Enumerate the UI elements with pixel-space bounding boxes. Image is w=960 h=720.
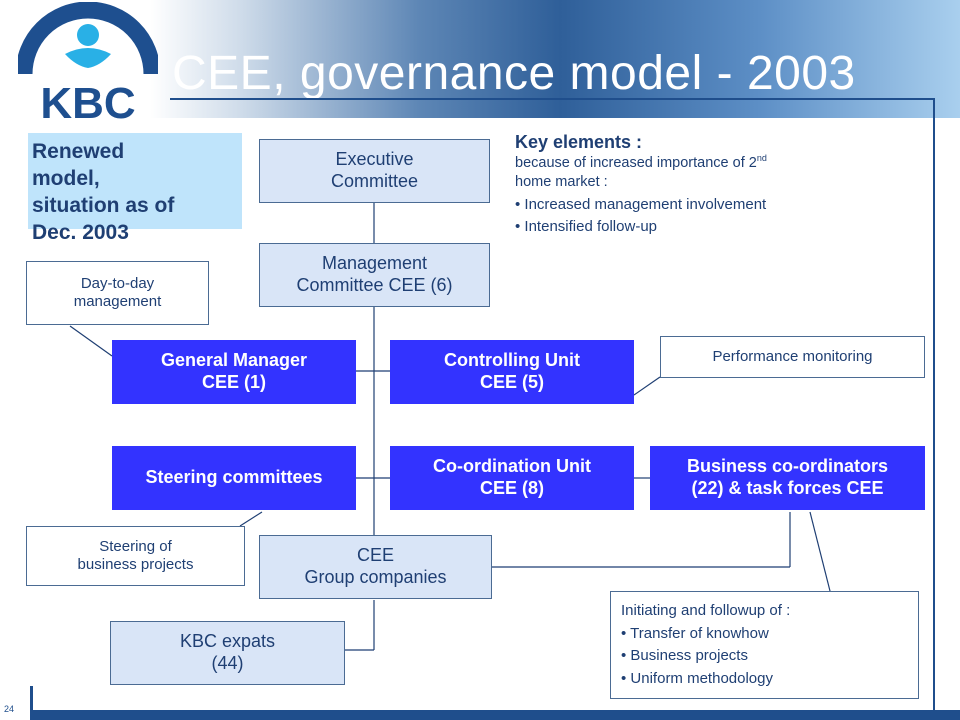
page-number: 24: [4, 704, 15, 714]
renewed-highlight: [28, 133, 242, 229]
group-companies-line-2: Group companies: [304, 567, 447, 587]
group-companies-line-1: CEE: [356, 545, 394, 566]
performance-monitoring-label: Performance monitoring: [712, 348, 873, 365]
key-bullet: Increased management involvement: [515, 194, 925, 217]
day-to-day-line-2: management: [73, 293, 162, 310]
steering-projects-line-2: business projects: [77, 556, 194, 573]
coordination-unit-line-2: CEE (8): [479, 478, 544, 498]
management-committee-line-2: Committee CEE (6): [296, 275, 453, 295]
controlling-unit-line-2: CEE (5): [479, 372, 544, 392]
key-bullet: Intensified follow-up: [515, 216, 925, 239]
frame-right-line: [933, 98, 935, 710]
performance-monitoring-note: Performance monitoring: [660, 336, 925, 378]
executive-committee-line-1: Executive: [335, 149, 414, 170]
slide-title: CEE, governance model - 2003: [172, 47, 856, 100]
general-manager-line-1: General Manager: [160, 350, 308, 371]
executive-committee-line-2: Committee: [330, 171, 419, 191]
coordination-unit-line-1: Co-ordination Unit: [433, 456, 591, 477]
key-elements-list: Increased management involvement Intensi…: [515, 194, 925, 239]
renewed-line-4: Dec. 2003: [32, 220, 129, 244]
key-subtitle-sup: nd: [756, 153, 767, 163]
renewed-line-1: Renewed: [32, 140, 125, 163]
steering-committees-label: Steering committees: [145, 467, 323, 488]
general-manager-line-2: CEE (1): [201, 372, 266, 392]
key-elements-title: Key elements :: [515, 132, 643, 152]
initiating-list: Transfer of knowhow Business projects Un…: [621, 623, 908, 691]
key-subtitle-text: because of increased importance of 2: [515, 154, 757, 171]
kbc-expats-line-1: KBC expats: [179, 631, 276, 652]
initiating-bullet: Transfer of knowhow: [621, 623, 908, 646]
kbc-logo: KBC: [18, 2, 158, 124]
key-subtitle-line2: home market :: [515, 173, 608, 190]
controlling-unit-line-1: Controlling Unit: [444, 350, 580, 371]
renewed-model-label: Renewed model, situation as of Dec. 2003: [32, 139, 272, 247]
key-elements: Key elements : because of increased impo…: [515, 132, 925, 239]
initiating-note: Initiating and followup of : Transfer of…: [610, 591, 919, 699]
steering-committees-box: Steering committees: [112, 446, 356, 510]
frame-bottom-bar: [30, 710, 960, 720]
business-coordinators-box: Business co-ordinators(22) & task forces…: [650, 446, 925, 510]
kbc-expats-box: KBC expats(44): [110, 621, 345, 685]
initiating-bullet: Business projects: [621, 645, 908, 668]
business-coordinators-line-2: (22) & task forces CEE: [691, 478, 884, 498]
renewed-line-2: model,: [32, 166, 100, 190]
management-committee-line-1: Management: [321, 253, 428, 274]
day-to-day-line-1: Day-to-day: [80, 275, 155, 292]
frame-top-line: [170, 98, 935, 100]
key-elements-subtitle: because of increased importance of 2nd h…: [515, 153, 925, 192]
kbc-expats-line-2: (44): [211, 653, 244, 673]
business-coordinators-line-1: Business co-ordinators: [686, 456, 889, 477]
svg-text:KBC: KBC: [40, 79, 135, 124]
frame-left-line: [30, 686, 33, 716]
initiating-bullet: Uniform methodology: [621, 668, 908, 691]
steering-projects-line-1: Steering of: [99, 538, 172, 555]
renewed-line-3: situation as of: [32, 193, 175, 217]
initiating-title: Initiating and followup of :: [621, 602, 791, 619]
